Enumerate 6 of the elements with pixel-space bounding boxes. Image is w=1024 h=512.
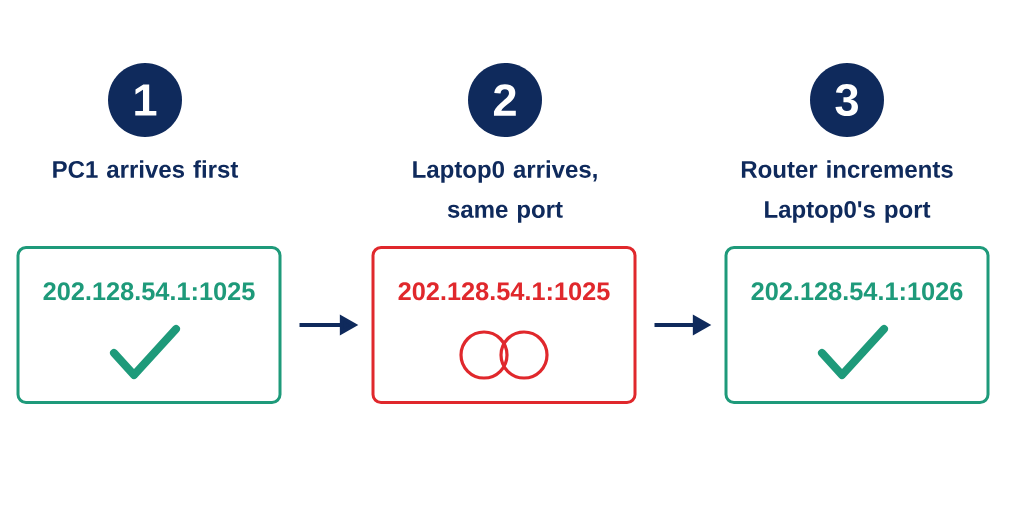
- step-heading: Router increments Laptop0's port: [741, 160, 953, 223]
- address-box: 202.128.54.1:1025: [371, 246, 637, 404]
- address-box: 202.128.54.1:1026: [724, 246, 990, 404]
- address-box: 202.128.54.1:1025: [16, 246, 282, 404]
- step-heading: Laptop0 arrives, same port: [413, 160, 597, 223]
- step-heading: PC1 arrives first: [53, 160, 239, 178]
